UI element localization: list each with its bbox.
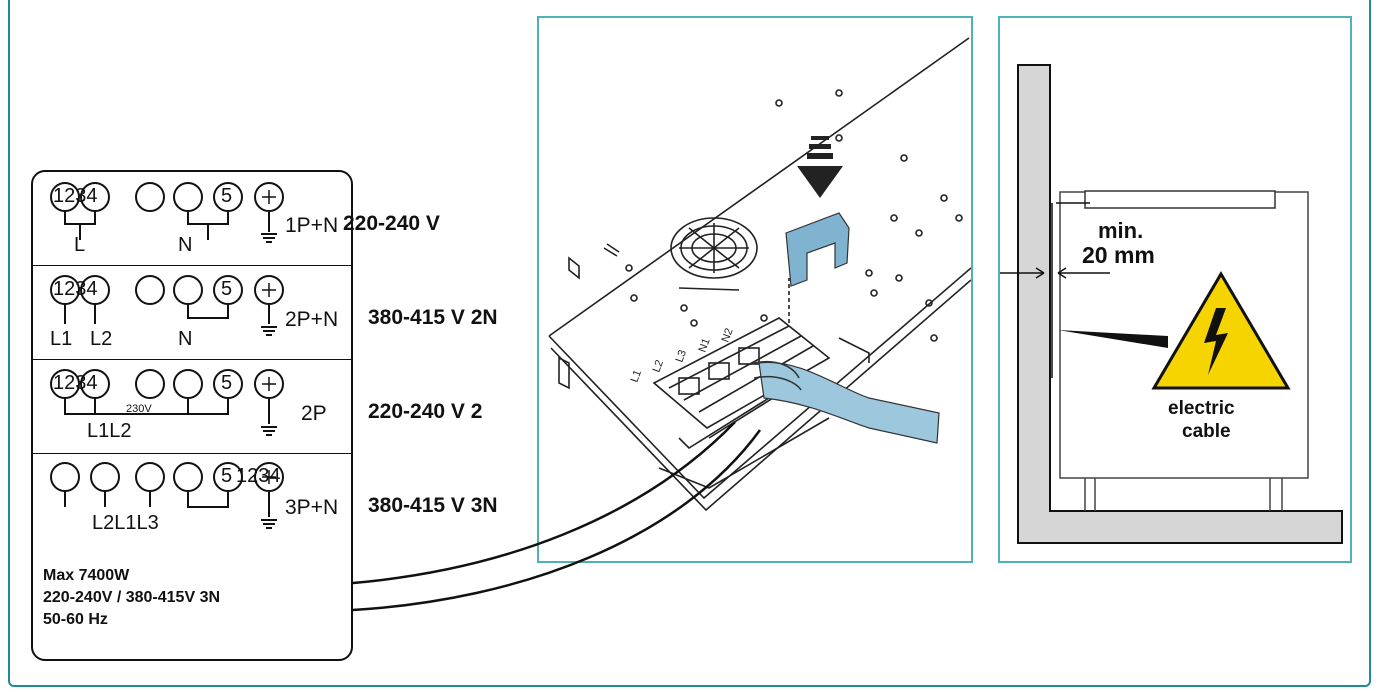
terminal-numbers: 1234	[236, 465, 281, 487]
config-label: 2P	[301, 402, 327, 425]
outer-frame	[8, 0, 1371, 687]
power-cable	[758, 361, 940, 444]
warning-text-line2: cable	[1182, 421, 1231, 442]
terminal-label: L2	[651, 358, 666, 374]
voltage-label: 380-415 V 2N	[368, 306, 498, 329]
installation-panel: L1 L2 L3 N1 N2	[537, 16, 973, 563]
voltage-label: 220-240 V	[343, 212, 440, 235]
row-divider	[33, 359, 351, 360]
clearance-drawing	[1000, 64, 1343, 544]
fixing-clip	[785, 212, 850, 287]
terminal-label: L1	[629, 368, 644, 384]
clearance-value: 20 mm	[1082, 242, 1155, 268]
voltage-label: 380-415 V 3N	[368, 494, 498, 517]
row-divider	[33, 265, 351, 266]
phase-label: L2L1L3	[92, 512, 159, 534]
config-label: 3P+N	[285, 496, 339, 519]
bridge-voltage: 230V	[126, 403, 152, 415]
clearance-panel: min. 20 mm electric cable	[998, 16, 1352, 563]
spec-frequency: 50-60 Hz	[43, 611, 108, 628]
phase-label: L2	[90, 328, 113, 350]
clearance-label: min.	[1098, 218, 1144, 243]
terminal-five: 5	[221, 185, 233, 207]
terminal-label: N2	[720, 327, 736, 344]
terminal-drawings	[50, 182, 284, 529]
hob-underside-drawing: L1 L2 L3 N1 N2	[548, 37, 971, 512]
config-label: 1P+N	[285, 214, 339, 237]
row-divider	[33, 453, 351, 454]
wiring-diagram: 1234 5 1234 5 1234 5 5 1234 L N L1 L2 N …	[31, 170, 353, 661]
terminal-numbers: 1234	[53, 372, 98, 394]
spec-max: Max 7400W	[43, 567, 130, 584]
spec-voltage: 220-240V / 380-415V 3N	[43, 589, 221, 606]
terminal-numbers: 1234	[53, 185, 98, 207]
phase-label: L1	[50, 328, 73, 350]
config-label: 2P+N	[285, 308, 339, 331]
high-voltage-icon	[1151, 271, 1291, 390]
terminal-label: L3	[674, 348, 689, 364]
voltage-label: 220-240 V 2	[368, 400, 483, 423]
phase-label: L1L2	[87, 420, 132, 442]
phase-label: N	[178, 328, 193, 350]
phase-label: L	[74, 234, 86, 256]
terminal-five: 5	[221, 278, 233, 300]
terminal-five: 5	[221, 465, 233, 487]
phase-label: N	[178, 234, 193, 256]
terminal-five: 5	[221, 372, 233, 394]
warning-text-line1: electric	[1168, 398, 1235, 419]
terminal-label: N1	[697, 337, 713, 354]
terminal-numbers: 1234	[53, 278, 98, 300]
